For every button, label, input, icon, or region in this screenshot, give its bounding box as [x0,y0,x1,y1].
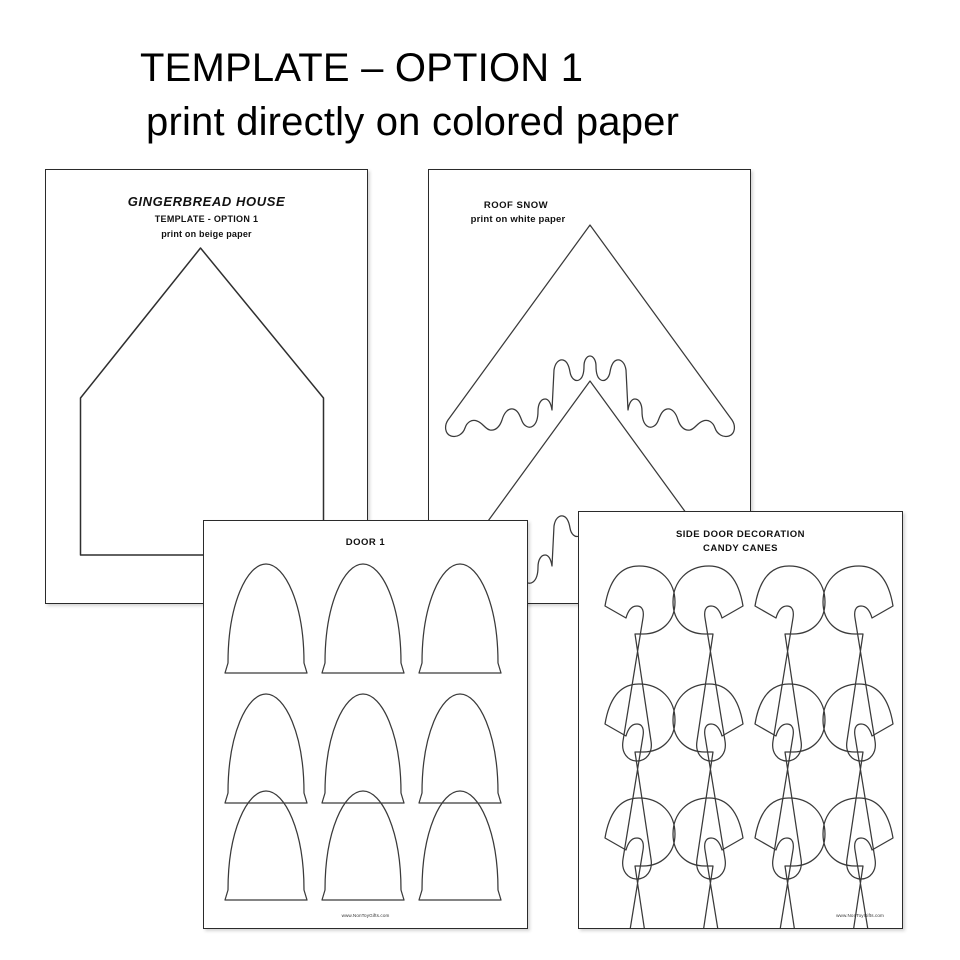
candy-cane-shape [604,797,676,928]
title-line-primary: TEMPLATE – OPTION 1 [140,46,584,90]
sheet-house-subtitle: TEMPLATE - OPTION 1 [154,214,259,224]
sheet-door-1[interactable]: DOOR 1 [203,520,528,929]
sheet-candy-canes-content: SIDE DOOR DECORATION CANDY CANES [579,512,902,928]
page-title: TEMPLATE – OPTION 1 print directly on co… [140,44,900,146]
candy-cane-shape [672,797,744,928]
candy-cane-shape [754,565,826,762]
door-shape [224,563,308,674]
door-shape [321,563,405,674]
door-shape [321,790,405,901]
sheet-door-1-content: DOOR 1 [204,521,527,928]
candy-cane-shape [672,565,744,762]
sheet-house-print-note: print on beige paper [161,229,252,239]
candy-cane-shapes-grid [604,565,894,928]
candy-cane-shape [604,683,676,880]
candy-cane-shape [822,565,894,762]
door-shapes-grid [224,563,502,901]
candy-cane-shape [754,683,826,880]
candy-cane-shape [754,797,826,928]
door-shape [224,790,308,901]
sheet-gingerbread-house-content: GINGERBREAD HOUSE TEMPLATE - OPTION 1 pr… [46,170,367,603]
sheet-house-title: GINGERBREAD HOUSE [127,194,286,209]
candy-cane-shape [604,565,676,762]
title-line-secondary: print directly on colored paper [146,100,680,144]
sheet-door-footer-url: www.NonToyGifts.com [341,913,390,918]
door-shape [418,790,502,901]
sheet-candy-canes[interactable]: SIDE DOOR DECORATION CANDY CANES [578,511,903,929]
sheet-snow-print-note: print on white paper [470,214,566,225]
sheet-cane-subtitle: CANDY CANES [702,543,778,554]
house-pentagon-shape [79,247,325,556]
roof-snow-shape-1 [444,224,736,438]
sheet-door-title: DOOR 1 [345,537,386,548]
candy-cane-shape [822,797,894,928]
door-shape [418,563,502,674]
door-shape [224,693,308,804]
door-shape [321,693,405,804]
door-shape [418,693,502,804]
sheet-cane-footer-url: www.NonToyGifts.com [836,913,884,918]
sheet-snow-title: ROOF SNOW [483,200,549,211]
candy-cane-shape [822,683,894,880]
candy-cane-shape [672,683,744,880]
sheet-cane-title: SIDE DOOR DECORATION [675,529,806,540]
